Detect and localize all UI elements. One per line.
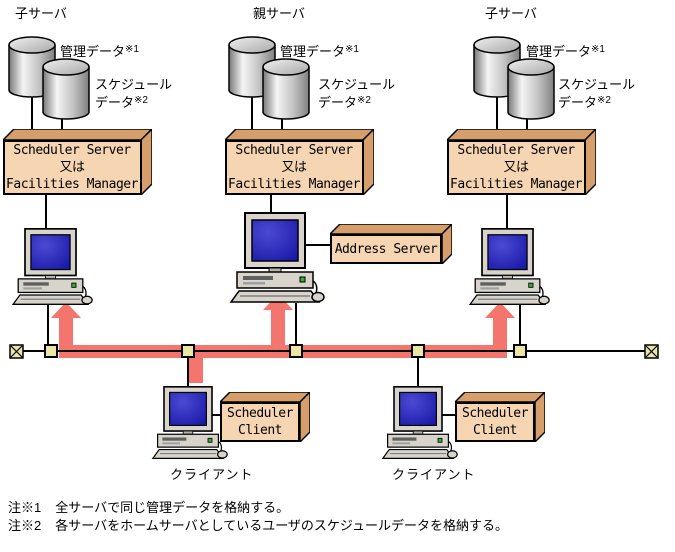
client-caption: クライアント bbox=[392, 467, 476, 482]
client-computer-icon bbox=[151, 386, 228, 460]
connector-line bbox=[496, 95, 498, 140]
bus-tap bbox=[44, 344, 58, 358]
server-computer-icon bbox=[469, 228, 550, 306]
db-label-schedule: スケジュール データ※2 bbox=[95, 77, 173, 110]
footnote-ref: 注※2 bbox=[8, 518, 42, 533]
bus-tap bbox=[289, 344, 303, 358]
connector-line bbox=[526, 116, 528, 140]
server-title: 子サーバ bbox=[15, 6, 67, 21]
connector-line bbox=[187, 358, 189, 388]
flow-up-arrow-icon bbox=[51, 302, 81, 318]
bus-line bbox=[23, 350, 645, 352]
footnote-text: 各サーバをホームサーバとしているユーザのスケジュールデータを格納する。 bbox=[55, 518, 509, 533]
client-computer-icon bbox=[381, 386, 458, 460]
connector-line bbox=[303, 244, 330, 246]
footnote-1: 注※1 全サーバで同じ管理データを格納する。 bbox=[8, 500, 289, 516]
flow-stub-from-client bbox=[188, 352, 203, 383]
scheduler-server-box: Scheduler Server 又は Facilities Manager bbox=[445, 127, 598, 197]
database-cylinder-icon bbox=[262, 58, 310, 120]
box-label: Scheduler Server 又は Facilities Manager bbox=[228, 143, 360, 192]
footnote-2: 注※2 各サーバをホームサーバとしているユーザのスケジュールデータを格納する。 bbox=[8, 518, 508, 534]
box-label: Scheduler Server 又は Facilities Manager bbox=[450, 143, 582, 192]
server-title: 親サーバ bbox=[253, 6, 305, 21]
box-label: Scheduler Server 又は Facilities Manager bbox=[6, 143, 138, 192]
db-label-schedule: スケジュール データ※2 bbox=[558, 77, 636, 110]
connector-line bbox=[251, 95, 253, 140]
box3d-shape bbox=[445, 127, 598, 197]
server-computer-icon bbox=[12, 228, 93, 306]
bus-terminator-icon bbox=[644, 344, 659, 359]
box3d-shape bbox=[1, 127, 154, 197]
address-server-box: Address Server bbox=[328, 222, 454, 266]
connector-line bbox=[281, 116, 283, 140]
database-cylinder-icon bbox=[507, 58, 555, 120]
server-title: 子サーバ bbox=[485, 6, 537, 21]
scheduler-server-box: Scheduler Server 又は Facilities Manager bbox=[223, 127, 376, 197]
db-label-schedule: スケジュール データ※2 bbox=[318, 77, 396, 110]
scheduler-client-box: Scheduler Client bbox=[453, 390, 547, 444]
bus-terminator-icon bbox=[9, 344, 24, 359]
connector-line bbox=[61, 116, 63, 140]
client-caption: クライアント bbox=[170, 467, 254, 482]
db-label-management: 管理データ※1 bbox=[526, 44, 605, 59]
bus-tap bbox=[181, 344, 195, 358]
bus-tap bbox=[513, 344, 527, 358]
box3d-shape bbox=[218, 390, 312, 444]
box-label: Scheduler Client bbox=[227, 406, 293, 438]
connector-line bbox=[270, 195, 272, 213]
connector-line bbox=[417, 358, 419, 388]
footnote-text: 全サーバで同じ管理データを格納する。 bbox=[55, 500, 290, 515]
scheduler-server-box: Scheduler Server 又は Facilities Manager bbox=[1, 127, 154, 197]
connector-line bbox=[211, 414, 221, 416]
scheduler-client-box: Scheduler Client bbox=[218, 390, 312, 444]
flow-up-arrow-icon bbox=[485, 302, 515, 318]
connector-line bbox=[441, 414, 455, 416]
connector-line bbox=[506, 195, 508, 228]
box-label: Address Server bbox=[334, 241, 438, 257]
connector-line bbox=[45, 195, 47, 228]
database-cylinder-icon bbox=[42, 58, 90, 120]
box3d-shape bbox=[223, 127, 376, 197]
connector-line bbox=[47, 303, 49, 345]
footnote-ref: 注※1 bbox=[8, 500, 42, 515]
bus-tap bbox=[411, 344, 425, 358]
connector-line bbox=[295, 303, 297, 345]
flow-arrow-shaft bbox=[493, 317, 507, 352]
flow-arrow-shaft bbox=[271, 309, 285, 352]
box-label: Scheduler Client bbox=[462, 406, 528, 438]
connector-line bbox=[519, 303, 521, 345]
box3d-shape bbox=[328, 222, 454, 266]
db-label-management: 管理データ※1 bbox=[60, 44, 139, 59]
connector-line bbox=[31, 95, 33, 140]
server-computer-icon bbox=[230, 212, 325, 303]
db-label-management: 管理データ※1 bbox=[280, 44, 359, 59]
flow-arrow-shaft bbox=[59, 317, 73, 352]
